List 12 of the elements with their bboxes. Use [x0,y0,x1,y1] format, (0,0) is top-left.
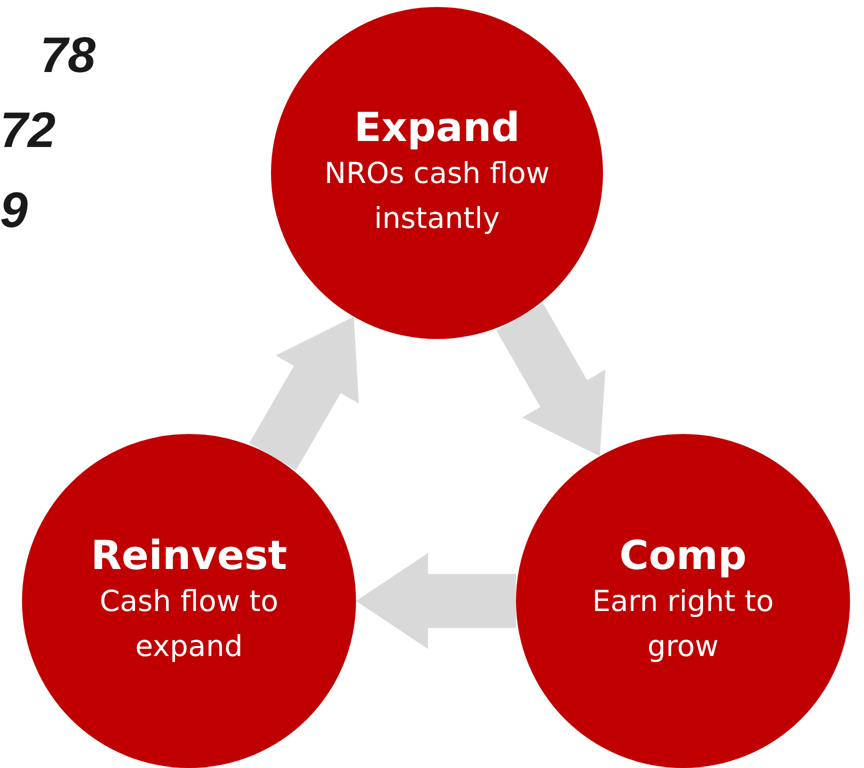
node-title: Expand [354,105,520,152]
node-description: Cash flow to expand [98,583,280,665]
block-arrow [496,303,606,456]
handwritten-number: 9 [0,185,28,235]
block-arrow [356,553,516,649]
node-title: Comp [619,533,747,580]
node-description: Earn right to grow [591,583,775,665]
node-title: Reinvest [90,533,288,580]
block-arrow [249,316,359,470]
node-description: NROs cash flow instantly [323,155,551,237]
handwritten-number: 72 [0,105,56,155]
handwritten-number: 78 [40,30,96,80]
